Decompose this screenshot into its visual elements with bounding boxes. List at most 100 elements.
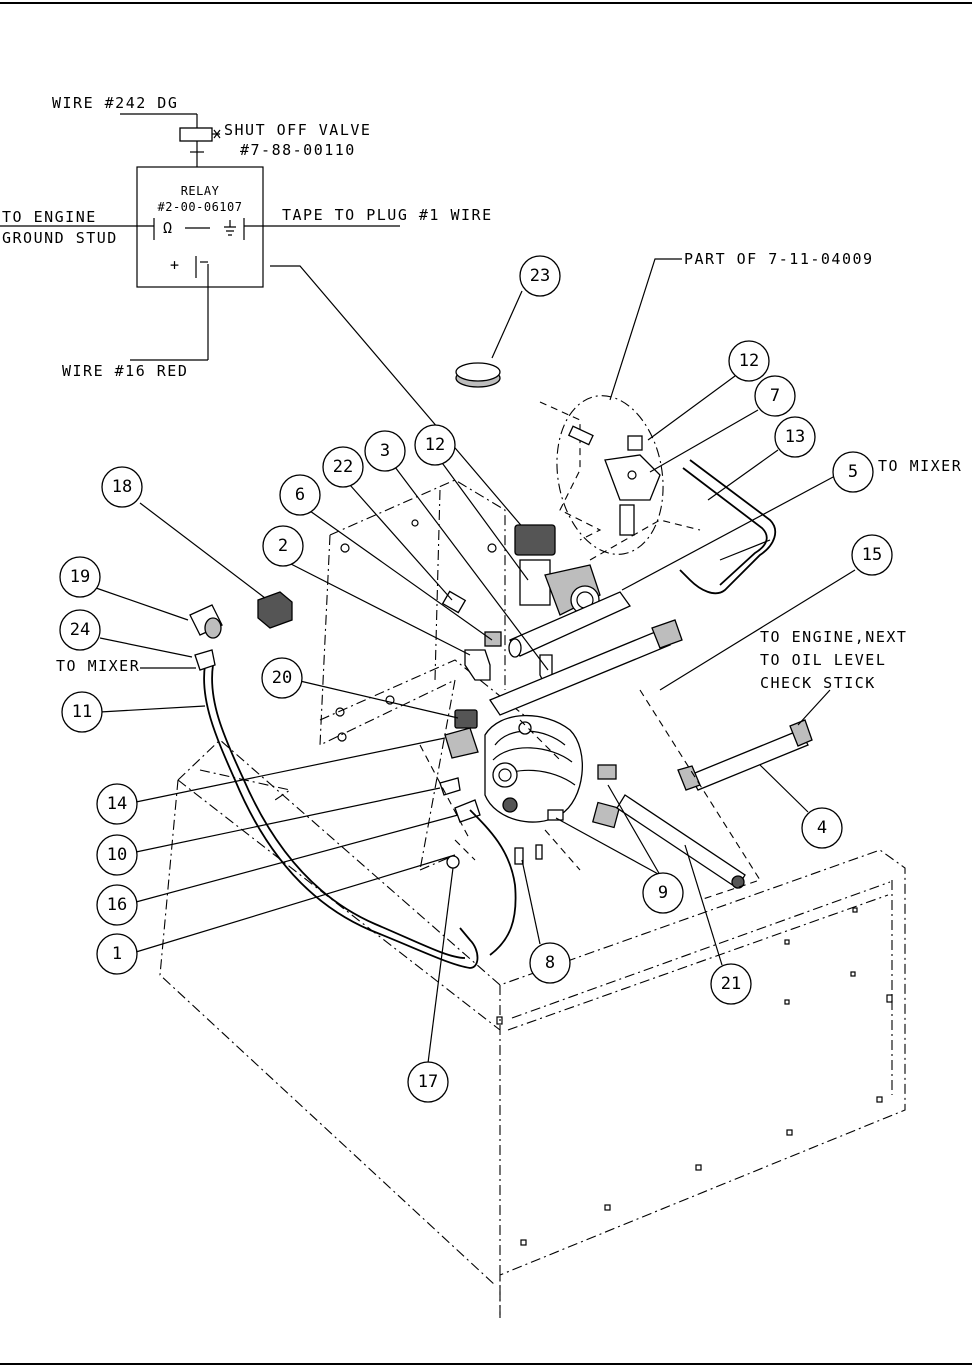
leader-2 xyxy=(286,561,471,656)
callout-20: 20 xyxy=(261,657,303,699)
regulator-drain xyxy=(502,797,518,813)
part-of-note: PART OF 7-11-04009 xyxy=(684,250,874,268)
hole xyxy=(786,1129,793,1136)
plate-shelf xyxy=(319,659,531,721)
hole xyxy=(604,1204,611,1211)
leader-14 xyxy=(135,737,446,803)
hose-21 xyxy=(616,794,746,889)
frame-rail-1 xyxy=(507,894,889,1031)
callout-bubbles: 23 12 7 13 5 12 3 22 6 2 18 19 24 11 20 … xyxy=(59,255,893,1103)
omega-symbol: Ω xyxy=(163,219,174,237)
hole xyxy=(850,971,856,977)
leader-24 xyxy=(99,637,193,658)
connector-19-end xyxy=(204,617,222,639)
callout-4: 4 xyxy=(801,807,843,849)
leader-4 xyxy=(759,764,809,813)
leader-13 xyxy=(707,449,779,501)
leader-11 xyxy=(99,705,206,713)
mounting-bracket-plate xyxy=(319,479,531,871)
callout-14: 14 xyxy=(96,783,138,825)
callout-text-1: 1 xyxy=(112,944,122,964)
hole xyxy=(695,1164,702,1171)
screw-8b xyxy=(535,844,543,860)
callout-6: 6 xyxy=(279,474,321,516)
callout-19: 19 xyxy=(59,556,101,598)
callout-leaders xyxy=(95,258,856,1064)
leader-17 xyxy=(427,867,454,1064)
plate-hole xyxy=(411,519,419,527)
assembly-lines xyxy=(519,519,701,871)
callout-12a: 12 xyxy=(728,340,770,382)
relay-label: RELAY xyxy=(181,184,220,198)
frame-top-outline xyxy=(177,739,906,1318)
to-engine-note-1: TO ENGINE,NEXT xyxy=(760,628,907,646)
bent-tube-inner xyxy=(682,467,768,586)
regulator-port-inner xyxy=(498,768,512,782)
leader-5 xyxy=(621,475,836,591)
fitting-22 xyxy=(441,590,467,614)
leader-9a xyxy=(555,817,661,876)
cap-top xyxy=(455,362,501,382)
plate-foot xyxy=(419,854,456,871)
callout-text-12a: 12 xyxy=(739,351,759,371)
callout-8: 8 xyxy=(529,942,571,984)
parts xyxy=(189,362,813,969)
leader-20 xyxy=(299,680,459,719)
fitting-16 xyxy=(454,799,481,823)
shutoff-valve-part-number: #7-88-00110 xyxy=(240,141,356,159)
callout-18: 18 xyxy=(101,466,143,508)
frame-slot xyxy=(199,769,292,801)
callout-text-9: 9 xyxy=(658,883,668,903)
kit-elbow xyxy=(619,504,635,536)
callout-11: 11 xyxy=(61,691,103,733)
callout-text-19: 19 xyxy=(70,567,90,587)
regulator-rib xyxy=(492,747,573,763)
bottom-rule xyxy=(0,1363,972,1365)
kit-phantom xyxy=(539,401,602,541)
kit-fitting xyxy=(567,425,594,446)
plate-hole xyxy=(385,695,395,705)
shutoff-valve-symbol xyxy=(179,127,213,142)
engine-frame-phantom xyxy=(159,739,906,1318)
leader-part-of xyxy=(609,258,682,401)
callout-text-20: 20 xyxy=(272,668,292,688)
leader-19 xyxy=(95,587,189,621)
wire-242-label: WIRE #242 DG xyxy=(52,94,178,112)
hole xyxy=(784,939,790,945)
kit-port xyxy=(627,470,637,480)
bent-tube xyxy=(679,459,777,595)
leader-18 xyxy=(139,502,266,599)
callout-text-6: 6 xyxy=(295,485,305,505)
callout-text-7: 7 xyxy=(770,386,780,406)
leader-22 xyxy=(349,484,453,601)
wiring-schematic: WIRE #242 DG SHUT OFF VALVE #7-88-00110 … xyxy=(0,94,526,531)
fitting-14 xyxy=(444,727,479,759)
nut-17 xyxy=(446,855,460,869)
bolt-8 xyxy=(514,847,524,865)
hose-11 xyxy=(203,664,479,969)
leader-9b xyxy=(607,784,661,876)
callout-text-3: 3 xyxy=(380,441,390,461)
valve-body xyxy=(514,524,556,556)
hole xyxy=(496,1016,503,1025)
callout-24: 24 xyxy=(59,609,101,651)
plate-fold xyxy=(434,489,441,681)
hole xyxy=(852,907,858,913)
plate-hole xyxy=(487,543,497,553)
callout-5: 5 xyxy=(832,451,874,493)
callout-text-21: 21 xyxy=(721,974,741,994)
valve-base xyxy=(519,559,551,606)
hose-4 xyxy=(689,729,809,791)
callout-text-17: 17 xyxy=(418,1072,438,1092)
relay-part-number: #2-00-06107 xyxy=(158,200,243,214)
leader-23 xyxy=(491,290,523,359)
leader-3 xyxy=(394,466,549,671)
shutoff-valve-x-icon xyxy=(213,129,221,139)
shutoff-valve-label: SHUT OFF VALVE xyxy=(224,121,371,139)
frame-left-edge xyxy=(159,779,496,1286)
callout-1: 1 xyxy=(96,933,138,975)
leader-8 xyxy=(521,859,541,945)
wire-16-label: WIRE #16 RED xyxy=(62,362,188,380)
